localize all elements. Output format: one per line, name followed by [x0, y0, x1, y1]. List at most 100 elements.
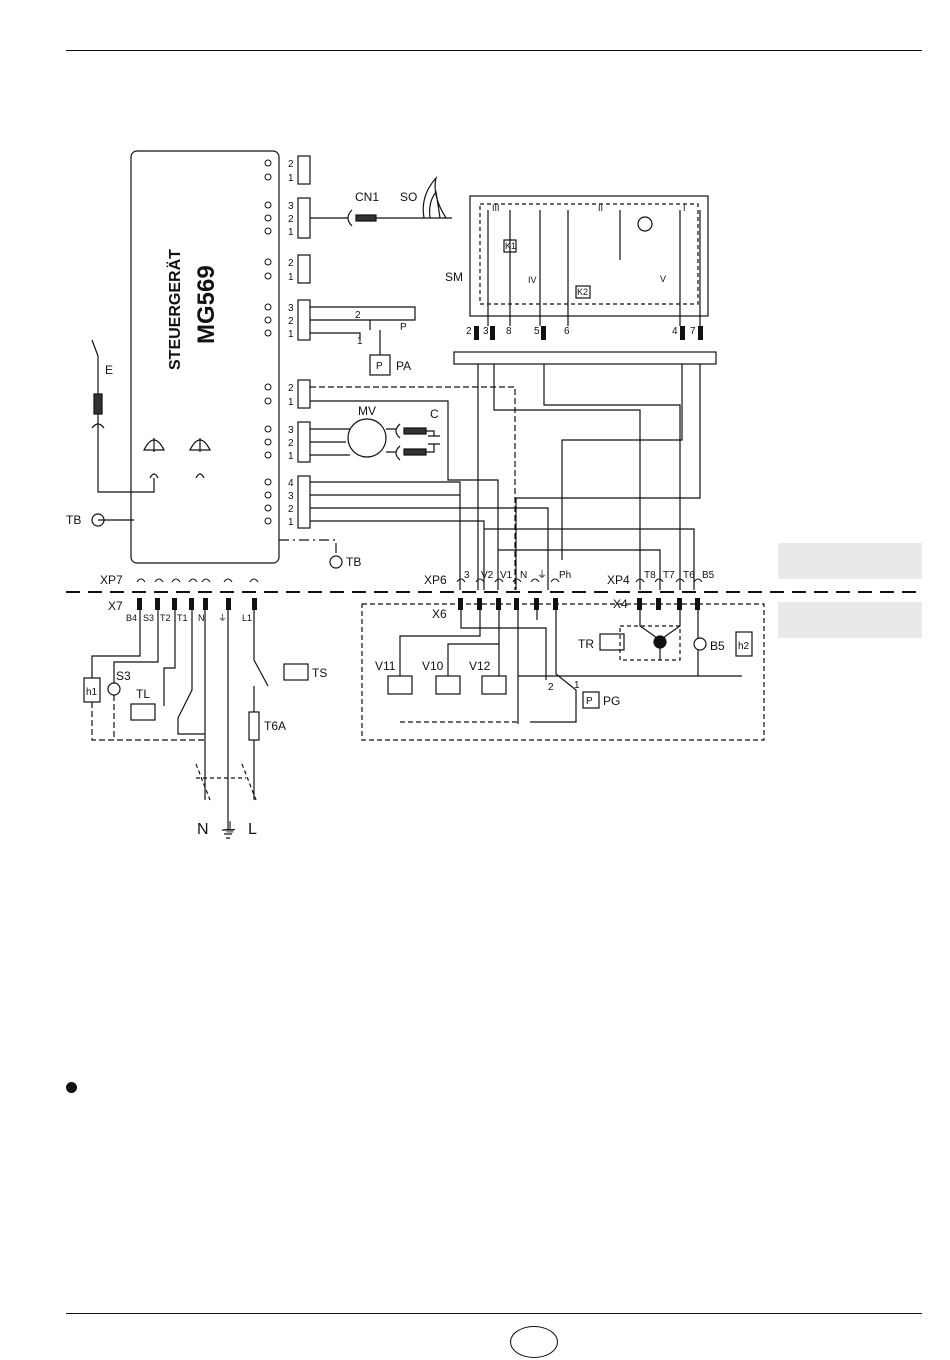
xp6-pin-earth: ⏚ — [537, 569, 547, 581]
label-h2: h2 — [738, 641, 750, 652]
xp4-pin-t8: T8 — [644, 570, 656, 581]
label-s3: S3 — [116, 669, 131, 683]
label-pa-p: P — [376, 361, 383, 372]
label-sm: SM — [445, 270, 463, 284]
sm-pin-2: 2 — [466, 326, 472, 337]
xp6-pin-ph: Ph — [559, 570, 571, 581]
page-number-oval — [510, 1326, 558, 1358]
x7-pin-b4: B4 — [126, 613, 137, 623]
xp6-pin-v2: V2 — [481, 570, 494, 581]
servo-motor-circle — [638, 217, 652, 231]
xp4-pin-b5: B5 — [702, 570, 715, 581]
term-3-top: 2 — [288, 258, 294, 269]
term-2-a: 3 — [288, 201, 294, 212]
term-5-bot: 1 — [288, 397, 294, 408]
xp4-pin-t6: T6 — [683, 570, 695, 581]
cn1-connector — [356, 215, 376, 221]
label-pa: PA — [396, 359, 411, 373]
e-electrode — [94, 394, 102, 414]
term-1-top: 2 — [288, 159, 294, 170]
label-sm-iv: IV — [528, 275, 537, 285]
label-pg: PG — [603, 694, 620, 708]
label-pa-pin-1: 1 — [357, 336, 363, 347]
label-tr: TR — [578, 637, 594, 651]
label-cn1: CN1 — [355, 190, 379, 204]
label-x4: X4 — [613, 597, 628, 611]
x7-pin-earth: ⏚ — [218, 613, 227, 623]
ts-box — [284, 664, 308, 680]
label-sw-earth: ⏚ — [222, 820, 238, 838]
term-7-b: 3 — [288, 491, 294, 502]
sm-pin-3: 3 — [483, 326, 489, 337]
term-7-d: 1 — [288, 517, 294, 528]
gray-box-1 — [778, 543, 922, 579]
terminal-block-5 — [298, 380, 310, 408]
label-sm-ii: II — [598, 203, 603, 213]
label-x7: X7 — [108, 599, 123, 613]
xp6-pin-3: 3 — [464, 570, 470, 581]
v10-coil — [436, 676, 460, 694]
label-p-switch: P — [400, 322, 407, 333]
label-v11: V11 — [375, 659, 396, 673]
label-c: C — [430, 407, 439, 421]
xp6-pin-n: N — [520, 570, 527, 581]
label-xp6: XP6 — [424, 573, 447, 587]
flame-icon — [423, 178, 446, 218]
label-ts: TS — [312, 666, 327, 680]
label-sm-v: V — [660, 274, 666, 284]
terminal-block-1 — [298, 156, 310, 184]
terminal-block-6 — [298, 422, 310, 462]
terminal-block-7 — [298, 476, 310, 528]
tl-box — [131, 704, 155, 720]
label-pg-pin-1: 1 — [574, 680, 580, 691]
label-tb-left: TB — [66, 513, 81, 527]
terminal-block-2 — [298, 198, 310, 238]
label-sw-n: N — [197, 821, 209, 838]
gray-box-2 — [778, 602, 922, 638]
bullet-dot — [66, 1082, 77, 1093]
capacitor-lead-1 — [404, 428, 426, 434]
motor-circle — [348, 419, 386, 457]
label-k1: K1 — [505, 241, 516, 251]
xp6-pin-v1: V1 — [500, 570, 513, 581]
sm-pin-8: 8 — [506, 326, 512, 337]
sm-pin-4: 4 — [672, 326, 678, 337]
xp4-pin-t7: T7 — [663, 570, 675, 581]
label-xp7: XP7 — [100, 573, 123, 587]
term-4-c: 1 — [288, 329, 294, 340]
label-so: SO — [400, 190, 417, 204]
label-pg-pin-2: 2 — [548, 682, 554, 693]
term-1-bot: 1 — [288, 173, 294, 184]
term-7-a: 4 — [288, 478, 294, 489]
label-v10: V10 — [422, 659, 444, 673]
terminal-block-4 — [298, 300, 310, 340]
fuse-t6a — [249, 712, 259, 740]
label-xp4: XP4 — [607, 573, 630, 587]
label-b5: B5 — [710, 639, 725, 653]
label-mv: MV — [358, 404, 376, 418]
label-sw-l: L — [248, 821, 257, 838]
term-6-a: 3 — [288, 425, 294, 436]
term-6-b: 2 — [288, 438, 294, 449]
x7-pin-t1: T1 — [177, 613, 188, 623]
term-4-b: 2 — [288, 316, 294, 327]
label-k2: K2 — [577, 287, 588, 297]
term-3-bot: 1 — [288, 272, 294, 283]
controller-title: STEUERGERÄT — [166, 249, 184, 370]
b5-lamp — [694, 638, 706, 650]
label-pa-pin-2: 2 — [355, 310, 361, 321]
controller-model: MG569 — [193, 265, 220, 344]
label-x6: X6 — [432, 607, 447, 621]
term-6-c: 1 — [288, 451, 294, 462]
label-tb-mid: TB — [346, 555, 361, 569]
s3-lamp — [108, 683, 120, 695]
sm-connector-strip — [454, 352, 716, 364]
capacitor-lead-2 — [404, 449, 426, 455]
x7-pin-n: N — [198, 613, 205, 623]
terminal-block-3 — [298, 255, 310, 283]
label-v12: V12 — [469, 659, 491, 673]
controller-box — [131, 151, 279, 563]
x7-pin-l1: L1 — [242, 613, 252, 623]
label-pg-p: P — [586, 696, 593, 707]
